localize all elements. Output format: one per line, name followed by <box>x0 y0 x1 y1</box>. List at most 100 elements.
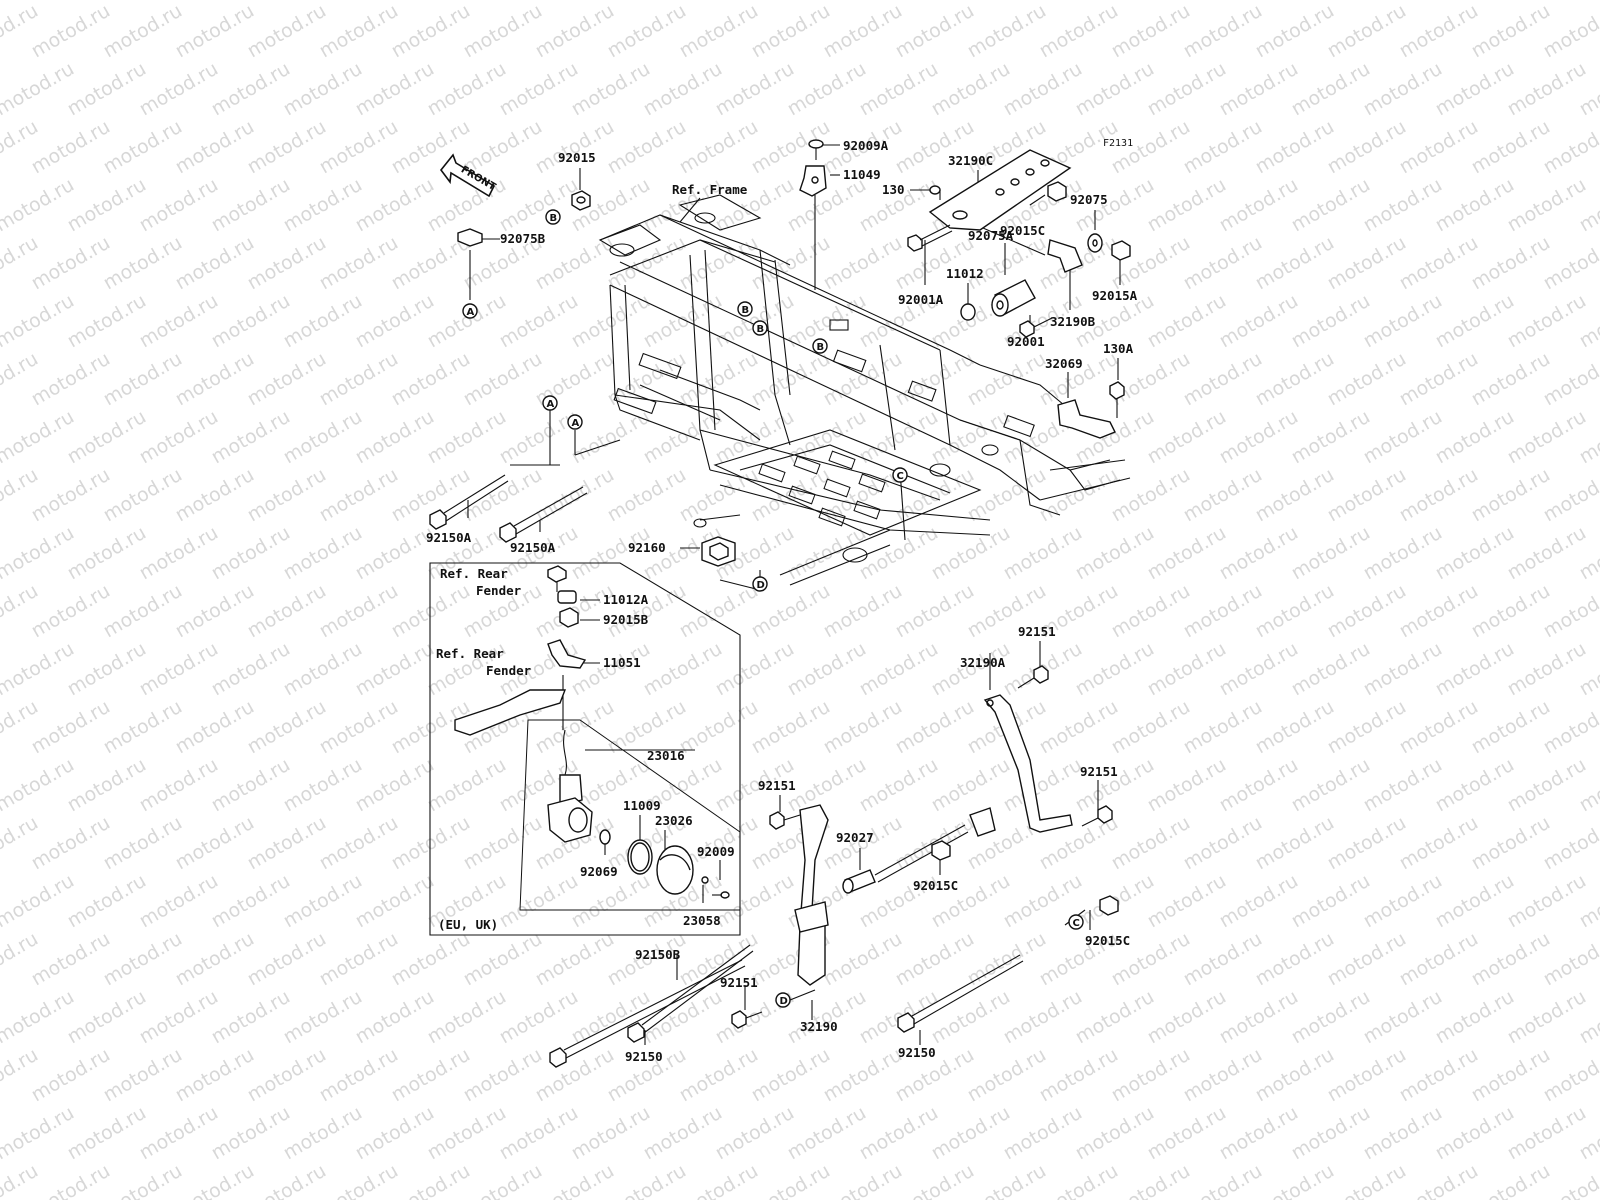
watermark-text: motod.ru <box>100 0 186 62</box>
watermark-text: motod.ru <box>352 1102 438 1165</box>
watermark-text: motod.ru <box>1072 522 1158 585</box>
watermark-text: motod.ru <box>496 58 582 121</box>
figure-id: F2131 <box>1103 138 1133 149</box>
watermark-text: motod.ru <box>604 1160 690 1200</box>
watermark-text: motod.ru <box>676 0 762 62</box>
watermark-text: motod.ru <box>100 812 186 875</box>
callout-b-frame-3: B <box>812 338 828 354</box>
watermark-text: motod.ru <box>604 464 690 527</box>
watermark-text: motod.ru <box>496 870 582 933</box>
label-11012: 11012 <box>946 266 984 281</box>
label-92151-c: 92151 <box>1080 764 1118 779</box>
watermark-text: motod.ru <box>0 522 78 585</box>
label-ref-rear-fender-2a: Ref. Rear <box>436 646 504 661</box>
watermark-text: motod.ru <box>712 58 798 121</box>
watermark-text: motod.ru <box>1468 1160 1554 1200</box>
watermark-text: motod.ru <box>1180 812 1266 875</box>
watermark-text: motod.ru <box>208 986 294 1049</box>
watermark-text: motod.ru <box>280 638 366 701</box>
watermark-text: motod.ru <box>1288 1102 1374 1165</box>
bolt-92009A-icon <box>808 139 824 160</box>
part-number-labels: 92015 92075B Ref. Frame 92009A 11049 321… <box>426 138 1138 1064</box>
watermark-text: motod.ru <box>1216 290 1302 353</box>
watermark-text: motod.ru <box>568 870 654 933</box>
watermark-text: motod.ru <box>244 1160 330 1200</box>
watermark-text: motod.ru <box>28 116 114 179</box>
watermark-text: motod.ru <box>172 348 258 411</box>
watermark-text: motod.ru <box>1540 928 1600 991</box>
watermark-text: motod.ru <box>1108 0 1194 62</box>
watermark-text: motod.ru <box>28 1044 114 1107</box>
label-92151-d: 92151 <box>720 975 758 990</box>
watermark-text: motod.ru <box>1252 0 1338 62</box>
watermark-text: motod.ru <box>1360 986 1446 1049</box>
watermark-text: motod.ru <box>352 58 438 121</box>
svg-text:A: A <box>572 418 580 429</box>
screw-92009-icon <box>712 891 730 899</box>
watermark-text: motod.ru <box>28 0 114 62</box>
watermark-text: motod.ru <box>676 1044 762 1107</box>
nut-92015B-icon <box>559 607 579 628</box>
label-92015C-top: 92015C <box>1000 223 1045 238</box>
watermark-text: motod.ru <box>1432 1102 1518 1165</box>
watermark-text: motod.ru <box>1216 870 1302 933</box>
watermark-text: motod.ru <box>244 928 330 991</box>
watermark-text: motod.ru <box>1144 174 1230 237</box>
watermark-text: motod.ru <box>1360 1102 1446 1165</box>
watermark-text: motod.ru <box>316 696 402 759</box>
watermark-text: motod.ru <box>1396 1044 1482 1107</box>
watermark-text: motod.ru <box>1216 0 1302 4</box>
watermark-text: motod.ru <box>1036 464 1122 527</box>
watermark-text: motod.ru <box>784 58 870 121</box>
watermark-text: motod.ru <box>1504 638 1590 701</box>
svg-text:B: B <box>550 213 558 224</box>
watermark-text: motod.ru <box>1468 812 1554 875</box>
watermark-text: motod.ru <box>1180 348 1266 411</box>
watermark-text: motod.ru <box>820 580 906 643</box>
watermark-text: motod.ru <box>460 812 546 875</box>
watermark-text: motod.ru <box>748 232 834 295</box>
watermark-text: motod.ru <box>28 232 114 295</box>
label-130A: 130A <box>1103 341 1134 356</box>
label-92027: 92027 <box>836 830 874 845</box>
watermark-text: motod.ru <box>784 174 870 237</box>
plate-32190C-icon <box>928 149 1072 231</box>
watermark-text: motod.ru <box>1432 0 1518 4</box>
watermark-text: motod.ru <box>1000 522 1086 585</box>
watermark-text: motod.ru <box>1144 522 1230 585</box>
watermark-text: motod.ru <box>1360 0 1446 4</box>
bolt-92150A-right-icon <box>499 486 588 543</box>
watermark-text: motod.ru <box>496 174 582 237</box>
watermark-text: motod.ru <box>1216 174 1302 237</box>
watermark-text: motod.ru <box>352 290 438 353</box>
watermark-text: motod.ru <box>1432 406 1518 469</box>
watermark-text: motod.ru <box>568 0 654 4</box>
watermark-text: motod.ru <box>604 232 690 295</box>
watermark-text: motod.ru <box>1396 0 1482 62</box>
bolt-92151-d-icon <box>731 1010 763 1029</box>
watermark-text: motod.ru <box>1144 290 1230 353</box>
lamp-23016-icon <box>547 729 593 843</box>
watermark-text: motod.ru <box>928 754 1014 817</box>
label-92151-b: 92151 <box>758 778 796 793</box>
part-illustrations <box>429 139 1131 1068</box>
bracket-11051-icon <box>547 639 587 669</box>
watermark-text: motod.ru <box>1396 348 1482 411</box>
watermark-text: motod.ru <box>1540 348 1600 411</box>
label-ref-rear-fender-1a: Ref. Rear <box>440 566 508 581</box>
watermark-text: motod.ru <box>136 754 222 817</box>
svg-text:C: C <box>897 471 904 482</box>
watermark-text: motod.ru <box>1144 0 1230 4</box>
watermark-text: motod.ru <box>820 232 906 295</box>
watermark-text: motod.ru <box>748 348 834 411</box>
watermark-text: motod.ru <box>172 696 258 759</box>
watermark-text: motod.ru <box>1468 348 1554 411</box>
watermark-text: motod.ru <box>0 174 78 237</box>
watermark-text: motod.ru <box>388 0 474 62</box>
callout-c-lower: C <box>1068 914 1084 930</box>
watermark-text: motod.ru <box>244 0 330 62</box>
watermark-text: motod.ru <box>892 116 978 179</box>
watermark-text: motod.ru <box>1252 928 1338 991</box>
label-23058: 23058 <box>683 913 721 928</box>
watermark-text: motod.ru <box>460 0 546 62</box>
